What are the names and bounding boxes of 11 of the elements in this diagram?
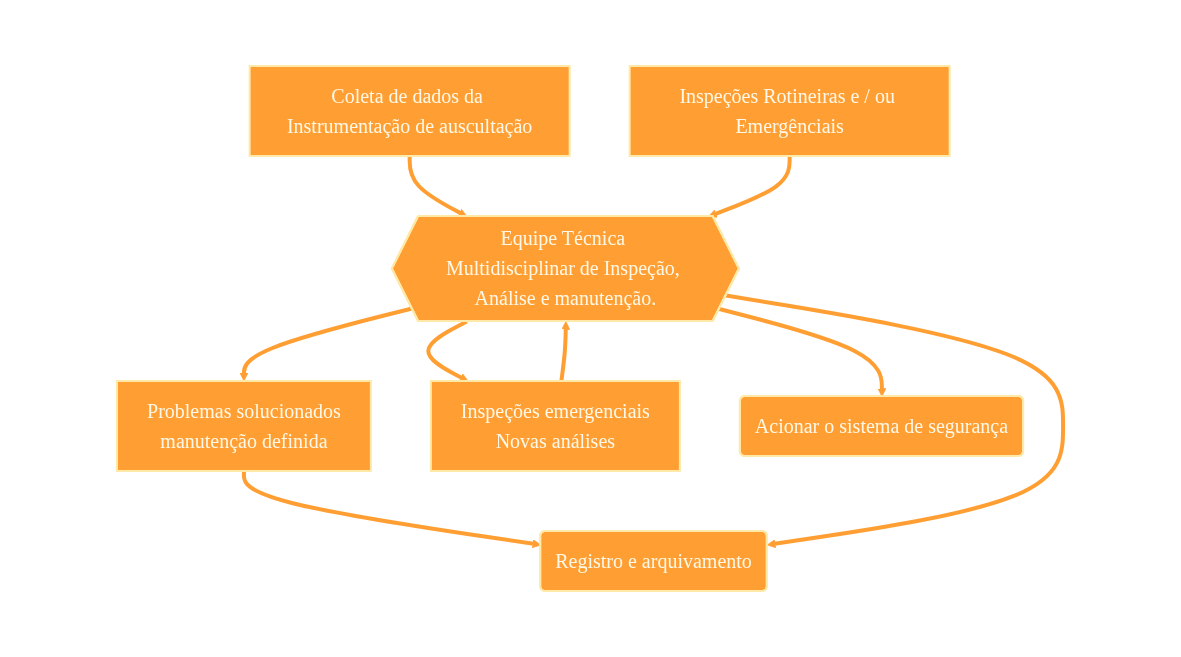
arrow	[408, 156, 468, 217]
arrow	[726, 293, 1066, 549]
arrow	[559, 321, 571, 382]
arrow	[719, 307, 887, 397]
node-box: Inspeções emergenciais Novas análises	[430, 380, 682, 472]
node-box: Coleta de dados da Instrumentação de auscultação	[249, 65, 572, 157]
arrow	[240, 306, 413, 382]
arrow	[426, 319, 469, 382]
node-box: Problemas solucionados manutenção definida	[116, 380, 373, 472]
arrow	[708, 156, 793, 218]
node-box: Inspeções Rotineiras e / ou Emergênciais	[629, 65, 952, 157]
